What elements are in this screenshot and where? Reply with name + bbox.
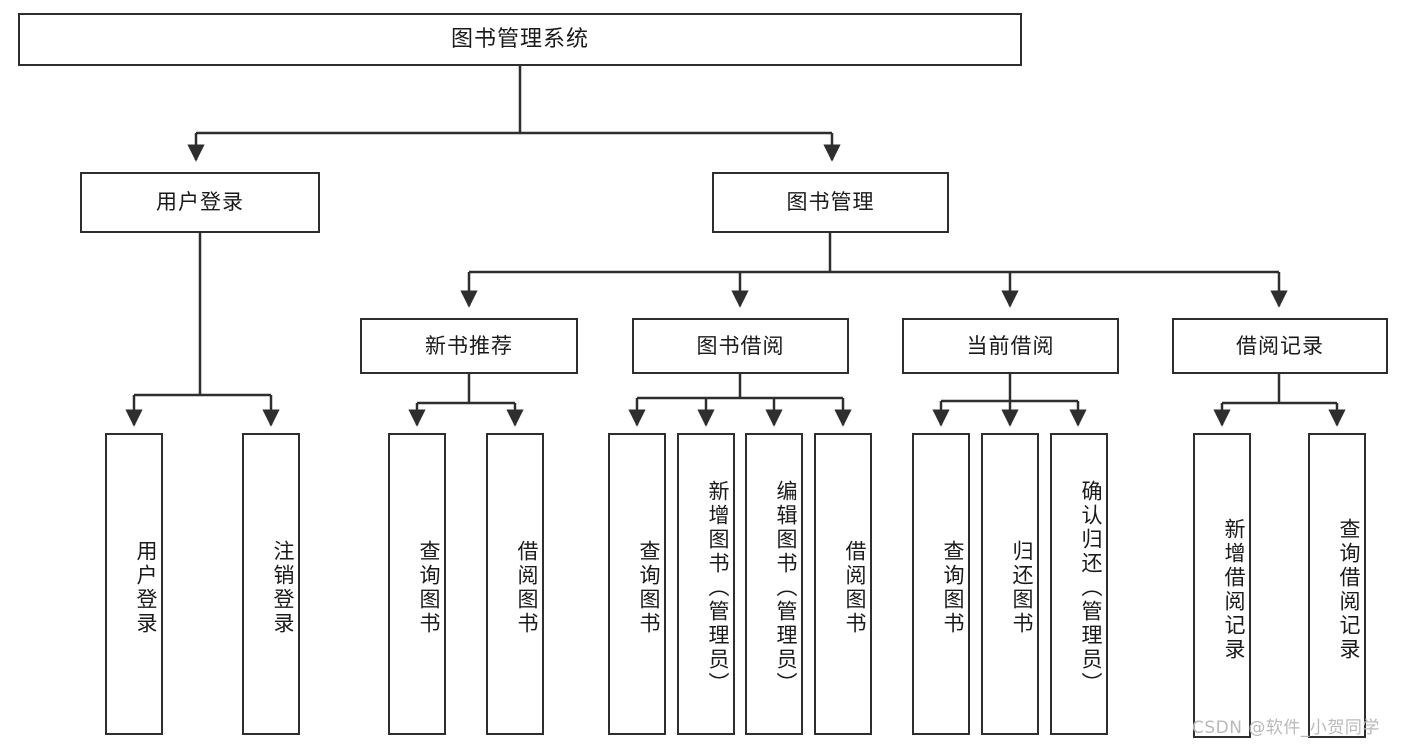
node-label: 借阅图书 [515,540,539,636]
leaf-new-book-query[interactable]: 查询图书 [388,433,446,735]
leaf-borrow-record-add[interactable]: 新增借阅记录 [1193,433,1251,738]
node-label: 用户登录 [134,540,158,636]
node-label: 当前借阅 [966,333,1055,358]
leaf-book-borrow-borrow[interactable]: 借阅图书 [814,433,872,735]
node-borrow-record[interactable]: 借阅记录 [1172,318,1388,374]
node-label: 新增图书（管理员） [706,480,730,696]
leaf-borrow-record-query[interactable]: 查询借阅记录 [1308,433,1366,738]
csdn-watermark: CSDN @软件_小贺同学 [1192,718,1380,738]
node-book-management[interactable]: 图书管理 [712,172,949,233]
leaf-current-borrow-return[interactable]: 归还图书 [981,433,1039,735]
node-label: 新书推荐 [425,333,513,358]
leaf-current-borrow-query[interactable]: 查询图书 [912,433,970,735]
node-new-book-recommend[interactable]: 新书推荐 [360,318,578,374]
node-label: 图书管理系统 [450,26,589,52]
node-label: 用户登录 [156,190,244,215]
node-label: 确认归还（管理员） [1079,480,1103,696]
leaf-new-book-borrow[interactable]: 借阅图书 [486,433,544,735]
node-label: 查询图书 [417,540,441,636]
node-label: 查询借阅记录 [1337,517,1361,662]
node-label: 新增借阅记录 [1222,517,1246,662]
leaf-book-borrow-edit[interactable]: 编辑图书（管理员） [745,433,803,735]
node-label: 借阅记录 [1236,333,1324,358]
leaf-user-login-login[interactable]: 用户登录 [105,433,163,735]
node-book-borrow[interactable]: 图书借阅 [632,318,849,374]
node-root-book-management-system[interactable]: 图书管理系统 [18,13,1022,66]
leaf-user-login-logout[interactable]: 注销登录 [242,433,300,735]
node-label: 图书借阅 [696,333,785,358]
node-label: 编辑图书（管理员） [774,480,798,696]
node-label: 归还图书 [1010,540,1034,636]
node-current-borrow[interactable]: 当前借阅 [902,318,1119,374]
node-label: 查询图书 [637,540,661,636]
leaf-book-borrow-add[interactable]: 新增图书（管理员） [677,433,735,735]
node-label: 图书管理 [786,190,875,215]
leaf-book-borrow-query[interactable]: 查询图书 [608,433,666,735]
leaf-current-borrow-confirm-return[interactable]: 确认归还（管理员） [1050,433,1108,735]
node-label: 注销登录 [271,540,295,636]
node-user-login[interactable]: 用户登录 [80,172,320,233]
node-label: 借阅图书 [843,540,867,636]
node-label: 查询图书 [941,540,965,636]
